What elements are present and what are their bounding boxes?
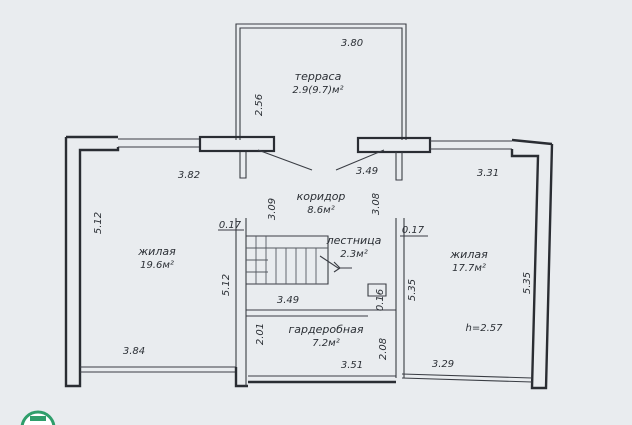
dim-terrace-width: 3.80	[341, 38, 363, 49]
outer-walls	[64, 135, 554, 390]
dim-wall-right: 0.17	[402, 225, 425, 236]
ceiling-height: h=2.57	[466, 323, 504, 334]
stairs-area: 2.3м²	[340, 249, 367, 260]
dim-wardrobe-bottom: 3.51	[341, 360, 363, 371]
dim-corridor-top: 3.49	[356, 166, 378, 177]
living-right-name: жилая	[449, 248, 488, 261]
living-left-area: 19.6м²	[140, 260, 174, 271]
wardrobe-area: 7.2м²	[312, 338, 339, 349]
dim-left-inner: 5.12	[221, 274, 232, 296]
corner-logo-icon	[20, 410, 56, 425]
dim-left-side: 5.12	[93, 212, 104, 234]
corridor-name: коридор	[297, 190, 346, 203]
living-left-name: жилая	[137, 245, 176, 258]
dim-left-top: 3.82	[178, 170, 200, 181]
living-right-area: 17.7м²	[452, 263, 486, 274]
terrace-walls	[235, 23, 407, 140]
dim-right-top: 3.31	[477, 168, 499, 179]
stairs-name: лестница	[326, 234, 382, 247]
corridor-area: 8.6м²	[307, 205, 334, 216]
wardrobe-name: гардеробная	[289, 323, 364, 336]
dim-terrace-depth: 2.56	[254, 94, 265, 116]
stairs-drawing	[246, 235, 352, 285]
dim-stairs-bottom: 3.49	[277, 295, 299, 306]
dim-stairs-gap: 0.16	[375, 289, 386, 311]
dim-right-inner: 5.35	[407, 279, 418, 301]
terrace-area: 2.9(9.7)м²	[292, 85, 343, 96]
dim-corridor-right: 3.08	[371, 193, 382, 215]
dim-wardrobe-right: 2.08	[378, 338, 389, 360]
dim-left-bottom: 3.84	[123, 346, 145, 357]
dim-right-bottom: 3.29	[432, 359, 454, 370]
dim-wardrobe-left: 2.01	[255, 323, 266, 345]
terrace-name: терраса	[295, 70, 342, 83]
dim-right-outer: 5.35	[522, 272, 533, 294]
dim-wall-left: 0.17	[219, 220, 242, 231]
dim-corridor-left: 3.09	[267, 198, 278, 220]
interior-walls	[235, 149, 405, 386]
